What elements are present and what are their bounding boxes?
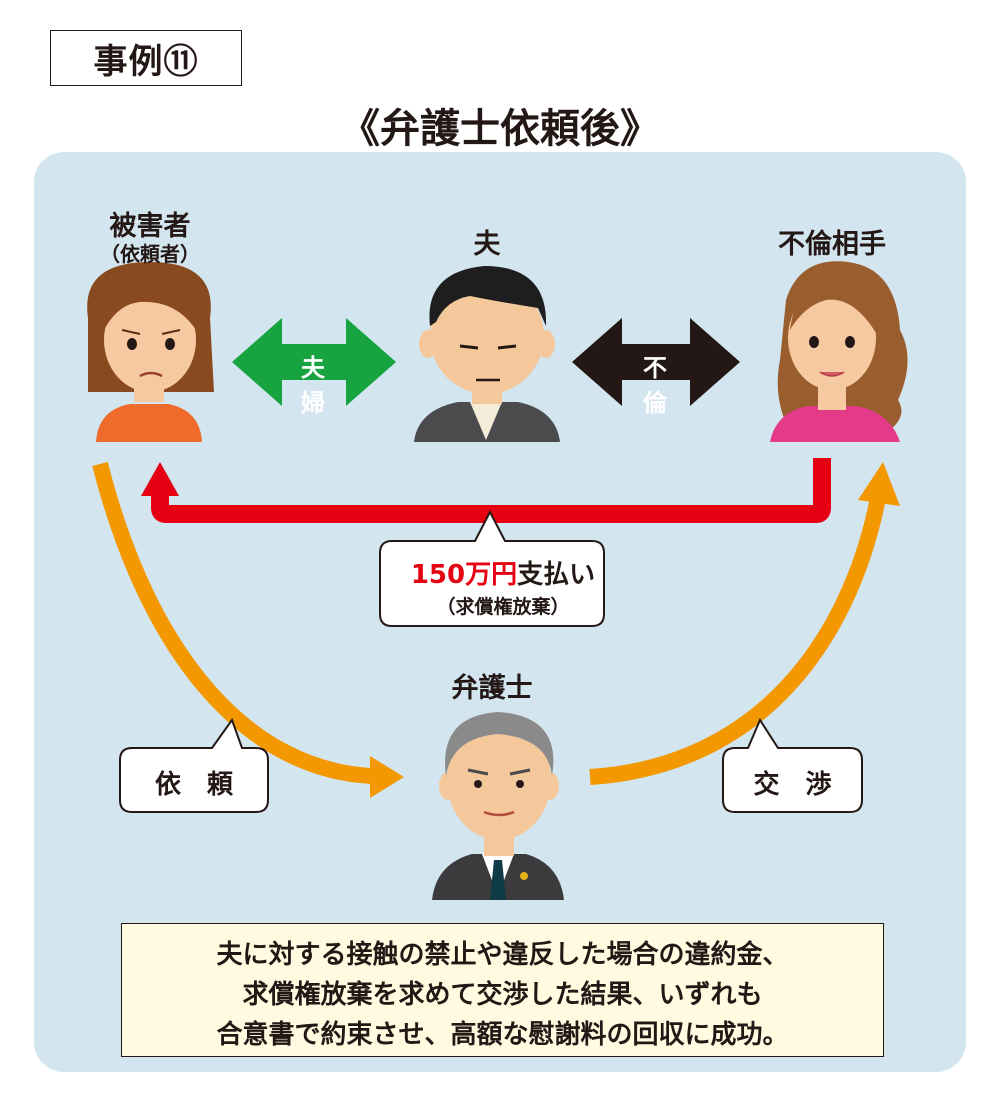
page-title: 《弁護士依頼後》: [340, 106, 660, 152]
payment-note: （求償権放棄）: [436, 596, 570, 618]
negotiation-label: 交 渉: [753, 770, 832, 800]
payment-arrow: [151, 458, 831, 523]
victim-label: 被害者: [109, 211, 191, 242]
husband-label: 夫: [473, 229, 501, 260]
request-arrowhead: [370, 756, 404, 798]
payment-action: 支払い: [517, 560, 596, 590]
payment-amount: 150万円: [410, 560, 518, 590]
payment-arrowhead: [141, 462, 179, 496]
negotiation-arrowhead: [858, 462, 900, 506]
husband-avatar: [414, 266, 560, 442]
victim-avatar: [87, 262, 214, 442]
affair-arrow: [572, 318, 740, 406]
summary-box: 夫に対する接触の禁止や違反した場合の違約金、 求償権放棄を求めて交渉した結果、い…: [121, 923, 884, 1057]
request-bubble: [119, 717, 269, 813]
summary-line-3: 合意書で約束させ、高額な慰謝料の回収に成功。: [216, 1020, 789, 1050]
couple-label: 夫 婦: [301, 354, 353, 417]
affair-partner-label: 不倫相手: [778, 229, 886, 260]
request-label: 依 頼: [154, 770, 233, 800]
negotiation-bubble: [722, 717, 863, 813]
victim-sub-label: （依頼者）: [100, 242, 200, 266]
summary-line-2: 求償権放棄を求めて交渉した結果、いずれも: [242, 980, 763, 1010]
payment-text: 150万円支払い: [380, 554, 626, 591]
request-arrow: [92, 462, 373, 784]
summary-line-1: 夫に対する接触の禁止や違反した場合の違約金、: [216, 940, 789, 970]
lawyer-label: 弁護士: [451, 673, 533, 704]
case-label: 事例⑪: [50, 30, 242, 86]
lawyer-avatar: [432, 712, 564, 900]
affair-partner-avatar: [770, 261, 908, 442]
affair-label: 不 倫: [643, 354, 695, 417]
payment-bubble: [379, 509, 605, 627]
negotiation-arrow: [589, 496, 886, 785]
couple-arrow: [232, 318, 396, 406]
